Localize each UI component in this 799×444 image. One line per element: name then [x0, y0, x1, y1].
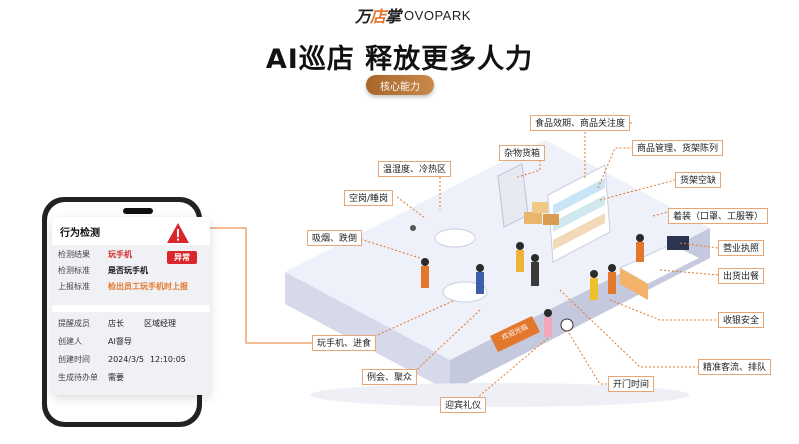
card-title: 行为检测 — [60, 228, 100, 239]
core-ability-badge: 核心能力 — [366, 75, 434, 95]
label-traffic: 精准客流、排队 — [698, 359, 772, 375]
shelf-row-2 — [553, 195, 605, 232]
connector-lines — [356, 122, 719, 405]
counter-front — [620, 268, 648, 300]
warning-icon — [167, 223, 189, 243]
shelf-row-3 — [553, 213, 605, 250]
label-shelf-empty: 货架空缺 — [675, 172, 722, 188]
row-notify: 提醒成员店长区域经理 — [58, 319, 176, 328]
label-temp: 温湿度、冷热区 — [378, 161, 452, 177]
label-goods-mgmt: 商品管理、货架陈列 — [632, 140, 724, 156]
table-2 — [434, 228, 476, 248]
label-dress: 着装（口罩、工服等） — [668, 208, 769, 224]
box-2 — [532, 202, 548, 213]
abnormal-badge: 异常 — [167, 251, 197, 264]
camera-icon — [410, 225, 416, 231]
label-greet: 迎宾礼仪 — [440, 397, 487, 413]
brand-logo: 万店掌 OVOPARK — [355, 5, 471, 26]
label-food-expiry: 食品效期、商品关注度 — [530, 115, 631, 131]
row-standard: 检测标准是否玩手机 — [58, 266, 148, 275]
floor-shadow — [310, 383, 690, 407]
menu-board — [667, 236, 689, 250]
fridge — [497, 163, 529, 228]
row-report: 上报标准检出员工玩手机时上报 — [58, 282, 188, 291]
row-todo: 生成待办单需要 — [58, 373, 124, 382]
label-open: 开门时间 — [608, 376, 655, 392]
label-cashier: 收银安全 — [718, 312, 765, 328]
label-delivery: 出货出餐 — [718, 268, 765, 284]
label-phone: 玩手机、进食 — [312, 335, 377, 351]
logo-en: OVOPARK — [404, 7, 471, 23]
label-meeting: 例会、聚众 — [362, 369, 418, 385]
behavior-detection-card: 行为检测 检测结果玩手机 检测标准是否玩手机 上报标准检出员工玩手机时上报 异常… — [52, 217, 210, 395]
phone-notch — [123, 208, 153, 214]
row-result: 检测结果玩手机 — [58, 250, 132, 259]
logo-cn: 万店掌 — [355, 7, 401, 26]
label-license: 营业执照 — [718, 240, 765, 256]
label-misc-box: 杂物货箱 — [499, 145, 546, 161]
floor-left-side — [285, 272, 450, 392]
shelf-row-1 — [553, 178, 605, 215]
people — [421, 234, 644, 337]
counter-top — [618, 243, 702, 285]
box-3 — [543, 214, 559, 225]
welcome-sign — [490, 316, 540, 352]
box-1 — [524, 212, 542, 224]
page-title: AI巡店 释放更多人力 — [265, 44, 534, 75]
phone-connector — [190, 227, 313, 344]
clock-icon — [560, 318, 574, 332]
label-post: 空岗/睡岗 — [344, 190, 394, 206]
label-smoking: 吸烟、跌倒 — [307, 230, 363, 246]
